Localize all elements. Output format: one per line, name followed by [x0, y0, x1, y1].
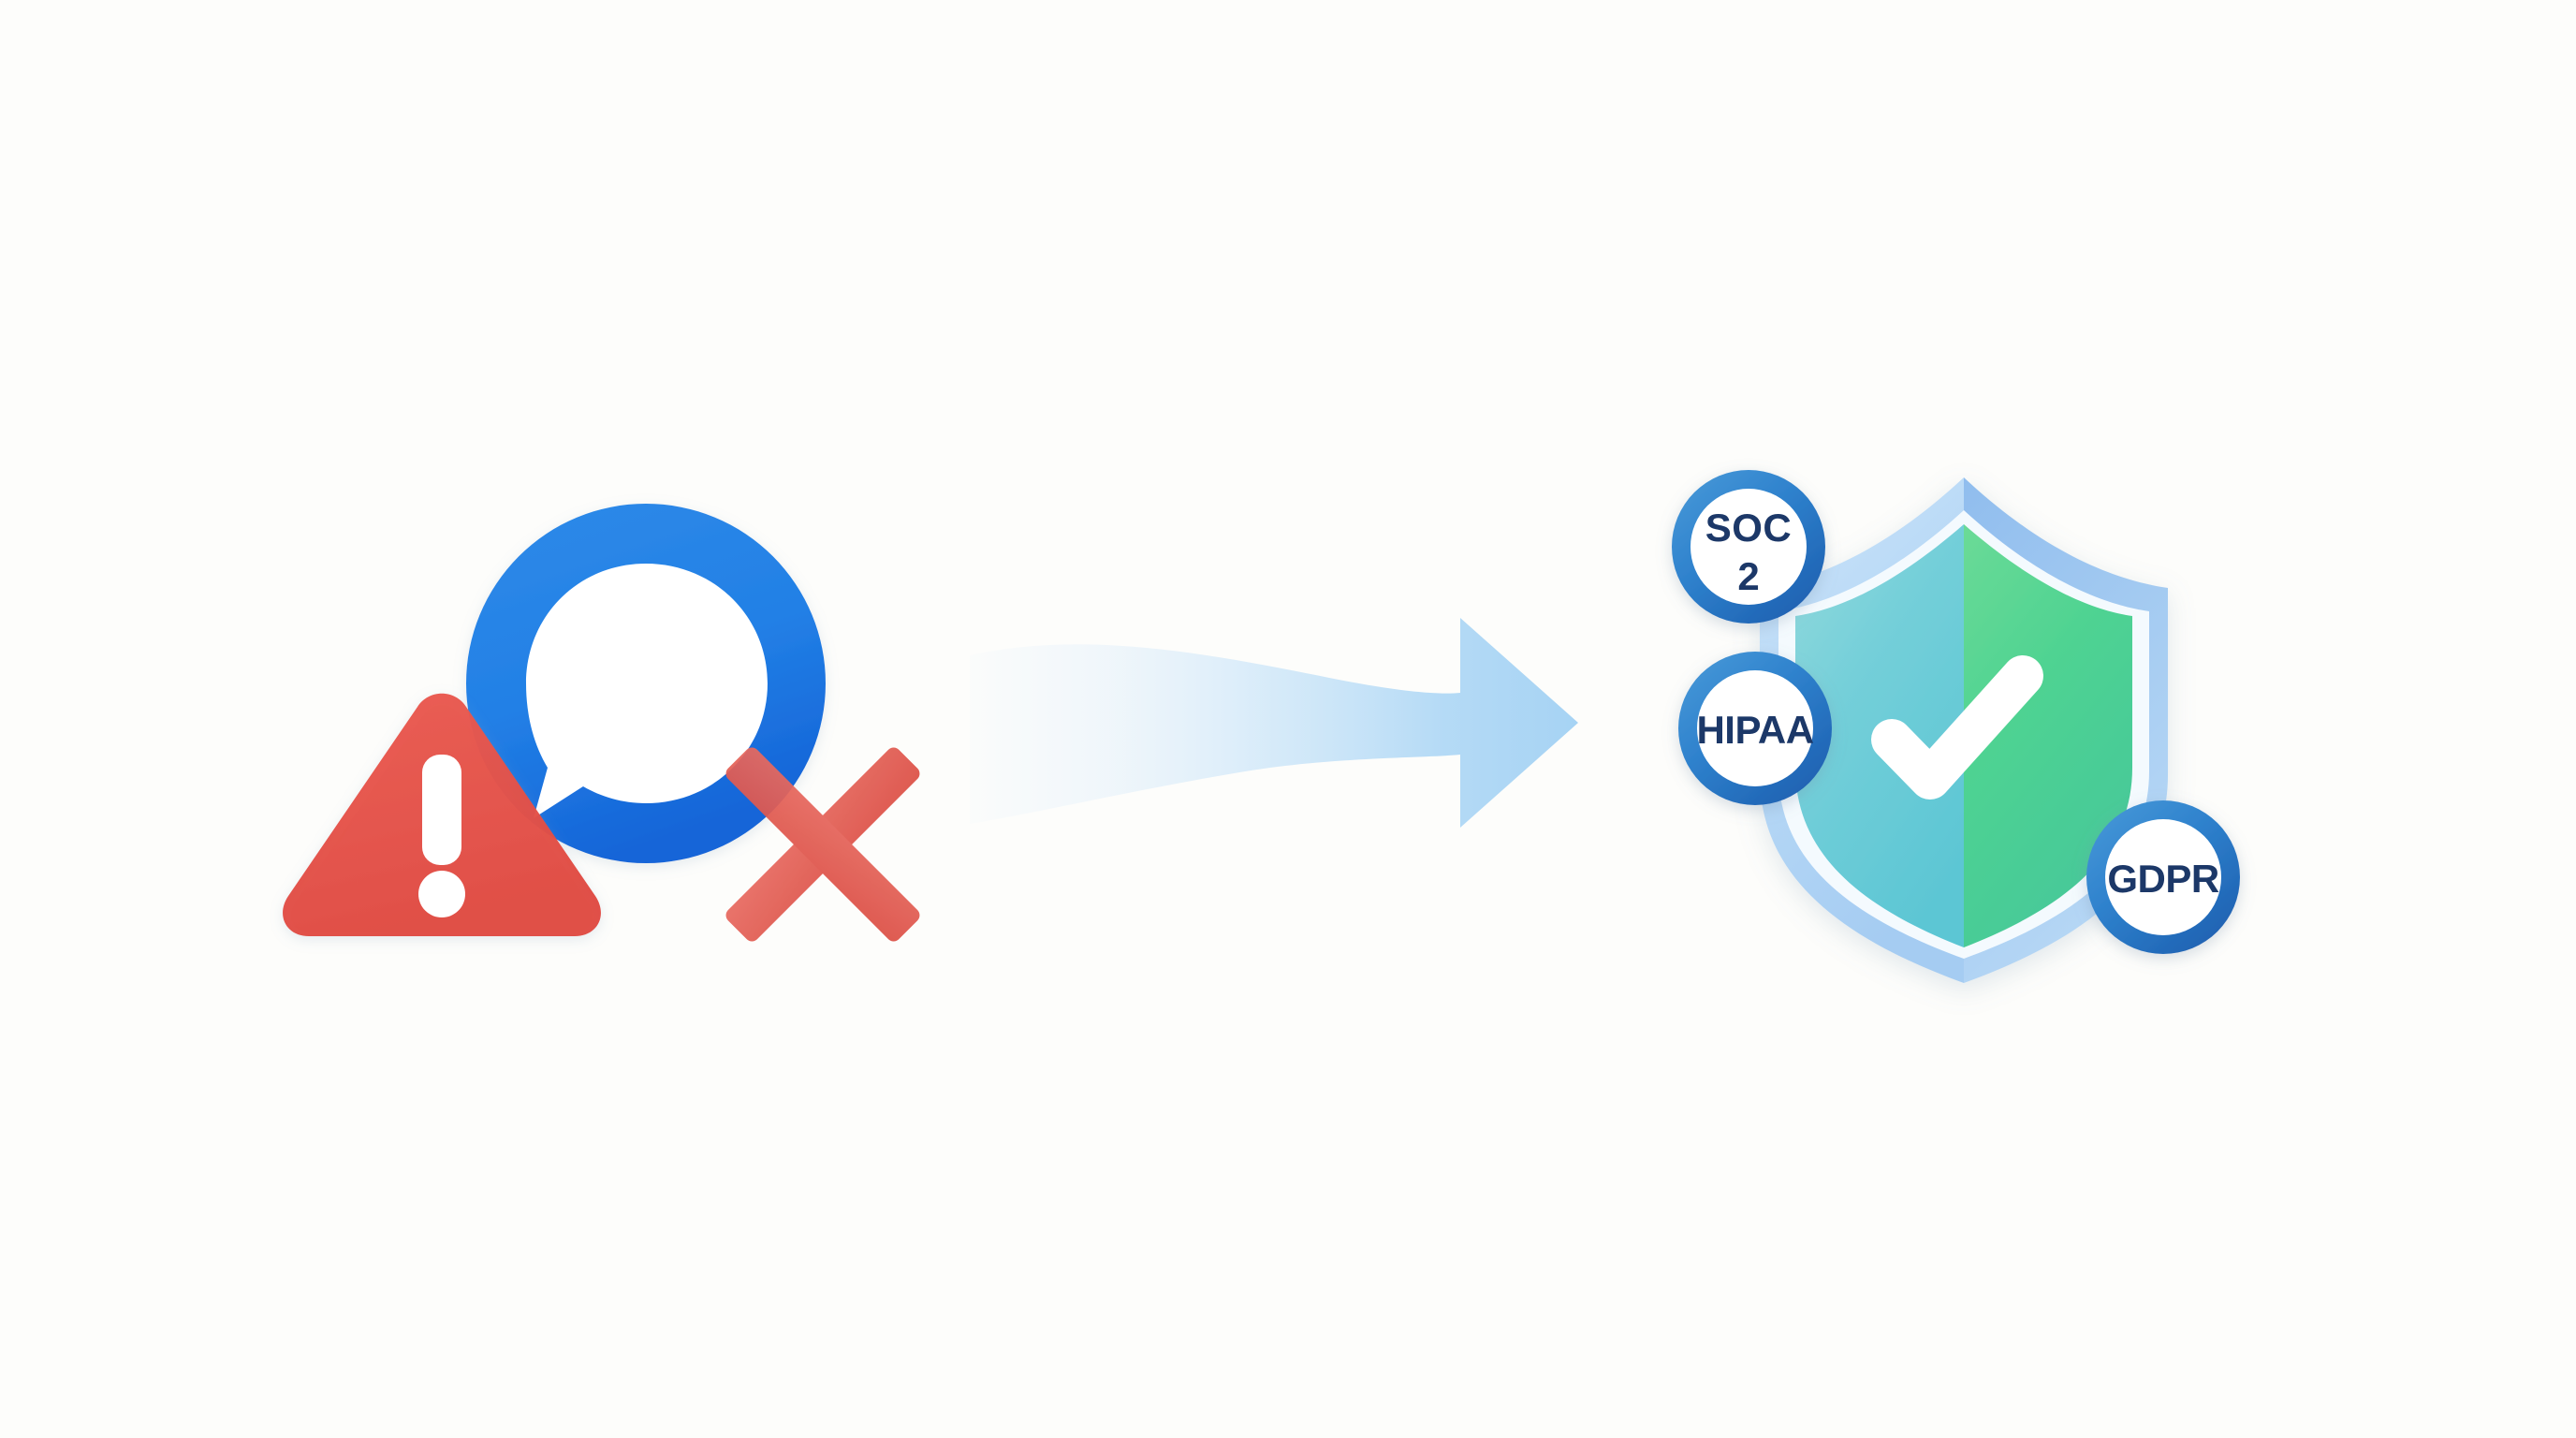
badge-soc2[interactable]: SOC 2 [1672, 470, 1825, 624]
badge-hipaa-label: HIPAA [1696, 708, 1813, 752]
non-compliant-group [283, 504, 920, 942]
badge-soc2-line2: 2 [1737, 554, 1759, 598]
badge-hipaa[interactable]: HIPAA [1678, 652, 1832, 805]
compliant-group: SOC 2 HIPAA GDPR [1672, 470, 2240, 983]
badge-soc2-line1: SOC [1705, 506, 1793, 550]
badge-gdpr[interactable]: GDPR [2086, 800, 2240, 954]
check-icon [1871, 655, 2043, 800]
transition-arrow [970, 618, 1578, 828]
badge-gdpr-label: GDPR [2107, 857, 2219, 901]
red-x-icon [725, 747, 920, 942]
warning-triangle-icon [283, 693, 601, 936]
